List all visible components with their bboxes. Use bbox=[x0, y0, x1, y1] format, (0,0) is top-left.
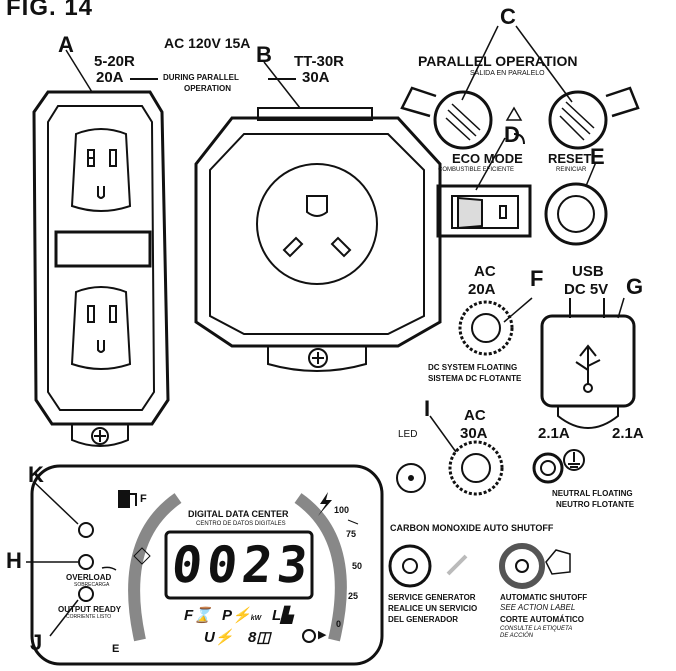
ac-20a-breaker bbox=[460, 302, 512, 354]
eco-mode-label: ECO MODE bbox=[452, 152, 523, 165]
co-auto-1: AUTOMATIC SHUTOFF bbox=[500, 594, 587, 602]
ddc-reading: 0023 bbox=[169, 540, 315, 590]
callout-a: A bbox=[58, 34, 74, 56]
co-service-1: SERVICE GENERATOR bbox=[388, 594, 476, 602]
outlet-tt30r-model: TT-30R bbox=[294, 54, 344, 69]
power-kw-icon: P⚡kW bbox=[222, 608, 261, 623]
voltage-icon: U⚡ bbox=[204, 630, 234, 645]
parallel-line-left bbox=[130, 78, 158, 80]
usb-left-amps: 2.1A bbox=[538, 426, 570, 441]
callout-g: G bbox=[626, 276, 643, 298]
fuel-full-label: F bbox=[140, 494, 147, 505]
callout-k: K bbox=[28, 464, 44, 486]
ground-terminal bbox=[534, 450, 584, 482]
co-service-3: DEL GENERADOR bbox=[388, 616, 458, 624]
outlet-5-20r-model: 5-20R bbox=[94, 54, 135, 69]
ddc-title-es: CENTRO DE DATOS DIGITALES bbox=[196, 521, 286, 527]
usb-label-1: USB bbox=[572, 264, 604, 279]
fuel-pump-icon bbox=[118, 490, 136, 508]
co-auto-4: CONSULTE LA ETIQUETA bbox=[500, 626, 572, 632]
ac-30a-label-2: 30A bbox=[460, 426, 488, 441]
load-25-label: 25 bbox=[348, 592, 358, 601]
co-heading: CARBON MONOXIDE AUTO SHUTOFF bbox=[390, 524, 553, 533]
callout-f: F bbox=[530, 268, 543, 290]
select-arrow-icon: ▶ bbox=[318, 630, 326, 641]
eco-mode-switch bbox=[438, 186, 530, 236]
load-100-label: 100 bbox=[334, 506, 349, 515]
hourglass-icon: F⌛ bbox=[184, 608, 212, 623]
usb-label-2: DC 5V bbox=[564, 282, 608, 297]
load-50-label: 50 bbox=[352, 562, 362, 571]
parallel-note-1: DURING PARALLEL bbox=[163, 74, 239, 82]
callout-c: C bbox=[500, 6, 516, 28]
parallel-note-2: OPERATION bbox=[184, 85, 231, 93]
tt-30r-outlet bbox=[196, 108, 440, 371]
ac-30a-label-1: AC bbox=[464, 408, 486, 423]
dc-floating-label-2: SISTEMA DC FLOTANTE bbox=[428, 375, 521, 383]
overload-label: OVERLOAD bbox=[66, 574, 111, 582]
ac-20a-label-2: 20A bbox=[468, 282, 496, 297]
dc-floating-label-1: DC SYSTEM FLOATING bbox=[428, 364, 517, 372]
fuel-empty-label: E bbox=[112, 644, 119, 655]
parallel-operation-es-label: SALIDA EN PARALELO bbox=[470, 70, 545, 77]
parallel-operation-label: PARALLEL OPERATION bbox=[418, 54, 577, 68]
co-service-2: REALICE UN SERVICIO bbox=[388, 605, 477, 613]
neutral-floating-label-2: NEUTRO FLOTANTE bbox=[556, 501, 634, 509]
load-75-label: 75 bbox=[346, 530, 356, 539]
ac-rating-label: AC 120V 15A bbox=[164, 36, 250, 50]
co-auto-5: DE ACCIÓN bbox=[500, 633, 533, 639]
usb-port bbox=[542, 298, 634, 428]
figure-title: FIG. 14 bbox=[6, 0, 93, 20]
reset-label: RESET bbox=[548, 152, 591, 165]
neutral-floating-label-1: NEUTRAL FLOATING bbox=[552, 490, 633, 498]
output-ready-es-label: CORRIENTE LISTO bbox=[66, 615, 111, 620]
reset-button bbox=[546, 184, 606, 244]
co-auto-2: SEE ACTION LABEL bbox=[500, 604, 575, 612]
outlet-tt30r-amps: 30A bbox=[302, 70, 330, 85]
ac-20a-label-1: AC bbox=[474, 264, 496, 279]
callout-i: I bbox=[424, 398, 430, 420]
callout-b: B bbox=[256, 44, 272, 66]
parallel-line-right bbox=[268, 78, 296, 80]
callout-h: H bbox=[6, 550, 22, 572]
load-0-label: 0 bbox=[336, 620, 341, 629]
output-ready-label: OUTPUT READY bbox=[58, 606, 121, 614]
outlet-5-20r-amps: 20A bbox=[96, 70, 124, 85]
ddc-title: DIGITAL DATA CENTER bbox=[188, 510, 289, 519]
eco-mode-es-label: COMBUSTIBLE EFICIENTE bbox=[438, 167, 514, 173]
co-auto-3: CORTE AUTOMÁTICO bbox=[500, 616, 584, 624]
ac-30a-breaker bbox=[450, 442, 502, 494]
hz-icon: 8◫ bbox=[248, 630, 271, 645]
usb-right-amps: 2.1A bbox=[612, 426, 644, 441]
fuel-gauge-icon: L▙ bbox=[272, 608, 293, 623]
duplex-5-20r-outlet bbox=[34, 92, 168, 446]
overload-es-label: SOBRECARGA bbox=[74, 583, 109, 588]
callout-j: J bbox=[30, 632, 42, 654]
callout-d: D bbox=[504, 124, 520, 146]
callout-e: E bbox=[590, 146, 605, 168]
reset-es-label: REINICIAR bbox=[556, 167, 586, 173]
co-shutoff-indicators bbox=[390, 546, 570, 586]
led-label: LED bbox=[398, 430, 417, 440]
